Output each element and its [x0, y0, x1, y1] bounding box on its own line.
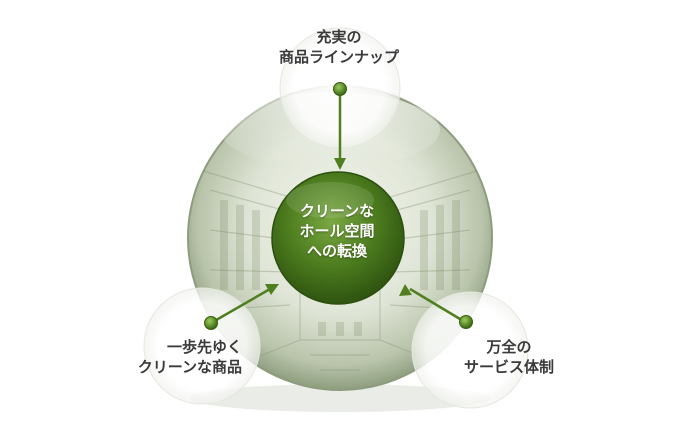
center-line-2: ホール空間 — [299, 222, 375, 240]
center-line-1: クリーンな — [299, 202, 375, 220]
arrow-right — [399, 284, 473, 329]
center-line-3: への転換 — [306, 242, 367, 260]
arrow-left — [204, 284, 279, 330]
label-right-line-2: サービス体制 — [463, 358, 554, 376]
label-left-line-1: 一歩先ゆく — [166, 338, 242, 356]
label-product-lineup: 充実の 商品ラインナップ — [258, 27, 420, 67]
center-label: クリーンな ホール空間 への転換 — [268, 201, 406, 261]
arrow-top — [333, 82, 347, 170]
label-service-system: 万全の サービス体制 — [434, 337, 584, 377]
label-top-line-2: 商品ラインナップ — [278, 48, 399, 66]
center-core — [271, 171, 405, 305]
label-right-line-1: 万全の — [486, 338, 532, 356]
sphere-shadow — [190, 384, 490, 412]
label-top-line-1: 充実の — [316, 28, 362, 46]
label-clean-products: 一歩先ゆく クリーンな商品 — [86, 337, 242, 377]
right-bubble — [411, 291, 529, 409]
label-left-line-2: クリーンな商品 — [137, 358, 242, 376]
left-bubble — [143, 287, 261, 405]
